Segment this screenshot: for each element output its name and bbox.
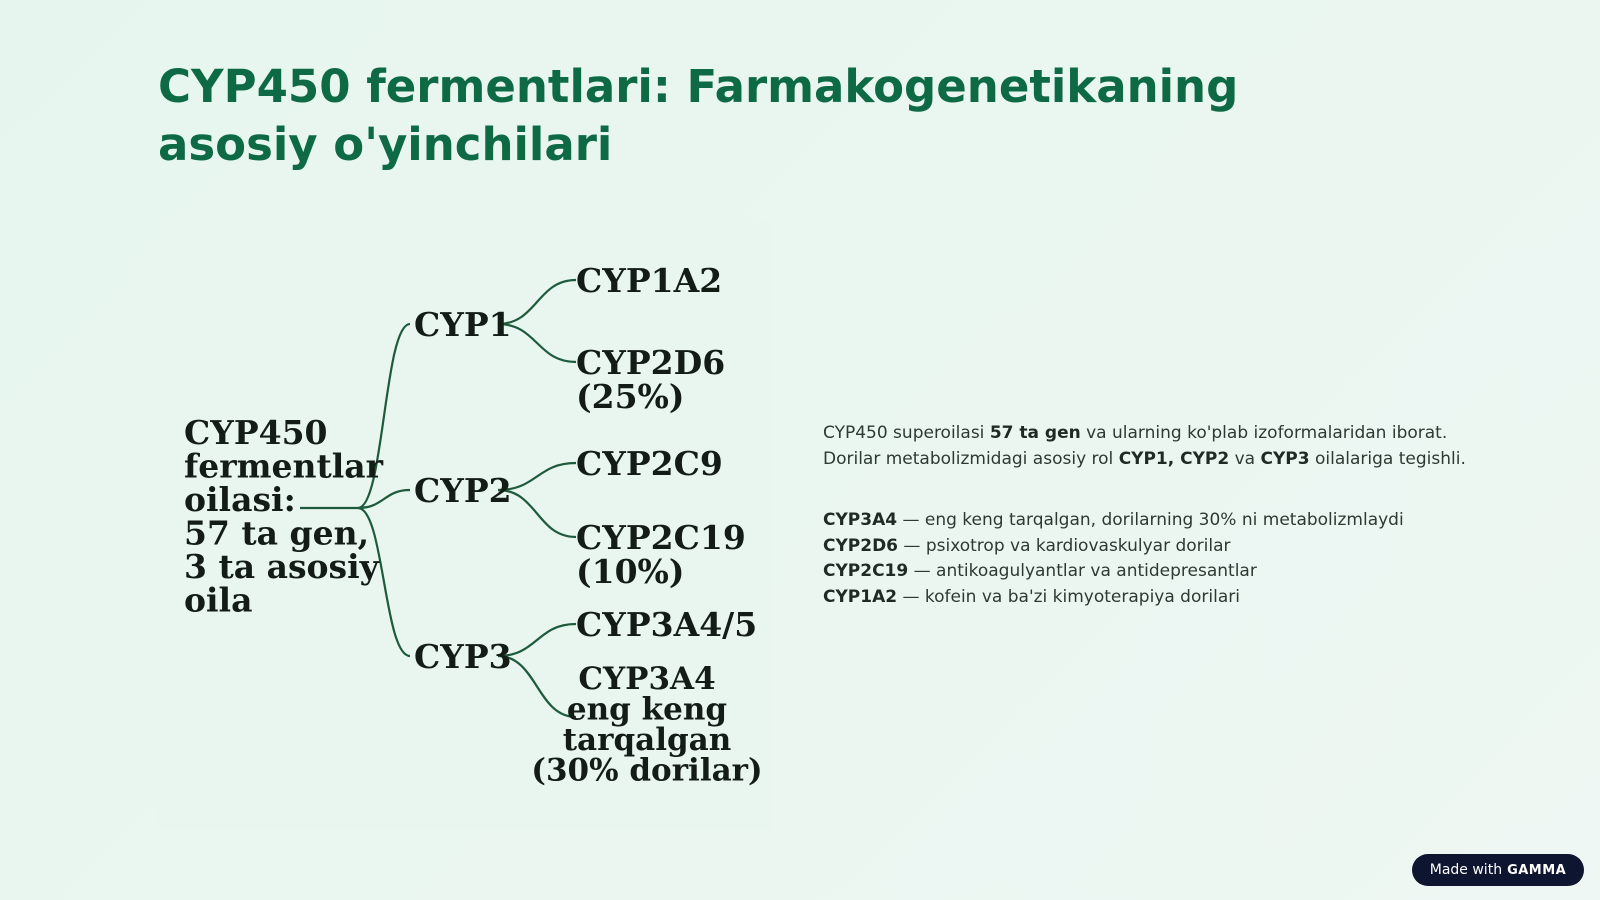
root-node-line: CYP450 <box>184 413 328 452</box>
enzyme-node: CYP1A2 <box>576 261 722 300</box>
enzyme-description: — psixotrop va kardiovaskulyar dorilar <box>898 535 1231 556</box>
enzyme-node-line: tarqalgan <box>563 722 732 758</box>
enzyme-node-line: CYP3A4/5 <box>576 605 757 644</box>
enzyme-node: CYP2D6(25%) <box>576 343 725 416</box>
enzyme-name: CYP2C19 <box>823 561 909 581</box>
enzyme-item: CYP1A2 — kofein va ba'zi kimyoterapiya d… <box>823 585 1543 611</box>
intro-segment: va ularning ko'plab izoformalaridan ibor… <box>1080 423 1448 443</box>
slide-title: CYP450 fermentlari: Farmakogenetikaning … <box>158 60 1239 171</box>
intro-segment-bold: 57 ta gen <box>989 423 1081 443</box>
intro-segment: Dorilar metabolizmidagi asosiy rol <box>823 449 1119 469</box>
intro-segment: va <box>1229 449 1261 469</box>
branch-cyp2-child <box>497 488 577 539</box>
family-node-cyp1: CYP1 <box>414 305 512 344</box>
intro-segment-bold: CYP1, CYP2 <box>1118 449 1230 469</box>
family-node-cyp2: CYP2 <box>414 471 512 510</box>
enzyme-description: — kofein va ba'zi kimyoterapiya dorilari <box>897 586 1240 607</box>
family-node-cyp3: CYP3 <box>414 637 512 676</box>
root-node-line: 57 ta gen, <box>184 514 369 553</box>
branch-cyp3-child <box>497 654 577 719</box>
branch-cyp1-child <box>497 322 577 364</box>
description-column: CYP450 superoilasi 57 ta gen va ularning… <box>823 420 1543 610</box>
intro-paragraph: CYP450 superoilasi 57 ta gen va ularning… <box>823 420 1543 472</box>
enzyme-description: — antikoagulyantlar va antidepresantlar <box>908 561 1257 581</box>
intro-segment: CYP450 superoilasi <box>823 423 990 443</box>
enzyme-node-line: CYP2D6 <box>576 343 725 382</box>
made-with-gamma-badge[interactable]: Made with GAMMA <box>1412 854 1584 886</box>
enzyme-item: CYP2D6 — psixotrop va kardiovaskulyar do… <box>823 534 1543 560</box>
enzyme-description: — eng keng tarqalgan, dorilarning 30% ni… <box>897 510 1404 530</box>
enzyme-node: CYP3A4/5 <box>576 605 757 644</box>
enzyme-node-line: (25%) <box>576 377 685 416</box>
enzyme-list: CYP3A4 — eng keng tarqalgan, dorilarning… <box>823 508 1543 610</box>
enzyme-node-line: CYP2C19 <box>576 518 746 557</box>
enzyme-name: CYP1A2 <box>823 586 898 607</box>
intro-segment: oilalariga tegishli. <box>1309 449 1466 469</box>
branch-root-to-cyp2 <box>357 488 411 510</box>
gamma-logo-text: GAMMA <box>1507 862 1567 878</box>
badge-prefix: Made with <box>1429 862 1503 878</box>
enzyme-item: CYP2C19 — antikoagulyantlar va antidepre… <box>823 559 1543 585</box>
enzyme-name: CYP3A4 <box>823 510 898 530</box>
branch-cyp3-child <box>497 622 577 658</box>
root-node-line: oilasi: <box>184 480 296 519</box>
enzyme-node: CYP2C19(10%) <box>576 518 746 591</box>
enzyme-node: CYP2C9 <box>576 444 723 483</box>
enzyme-item: CYP3A4 — eng keng tarqalgan, dorilarning… <box>823 508 1543 534</box>
enzyme-node-line: eng keng <box>567 692 727 728</box>
root-node-line: fermentlar <box>184 447 384 486</box>
enzyme-name: CYP2D6 <box>823 535 899 556</box>
branch-root-to-cyp3 <box>357 506 411 658</box>
enzyme-node-line: (10%) <box>576 552 685 591</box>
enzyme-node-line: (30% dorilar) <box>531 753 762 789</box>
enzyme-node-line: CYP2C9 <box>576 444 723 483</box>
intro-segment-bold: CYP3 <box>1260 449 1310 469</box>
branch-cyp1-child <box>497 278 577 326</box>
branch-cyp2-child <box>497 461 577 492</box>
enzyme-node-line: CYP1A2 <box>576 261 722 300</box>
enzyme-node-line: CYP3A4 <box>578 661 715 697</box>
branch-root-to-cyp1 <box>357 322 411 510</box>
root-node-line: 3 ta asosiy <box>184 547 380 586</box>
root-node-line: oila <box>184 581 252 620</box>
